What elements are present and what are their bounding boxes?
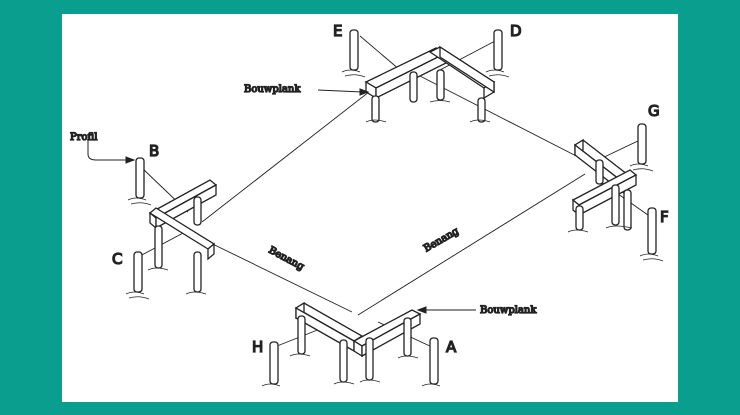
label-G: G: [648, 102, 660, 120]
right-post-4: [595, 159, 604, 185]
stake-E: [349, 29, 359, 71]
stake-B: [135, 157, 145, 199]
left-post-2: [193, 196, 202, 226]
string-top-left: [201, 73, 393, 223]
string-top-right: [417, 74, 589, 163]
top-post-mid: [409, 71, 418, 103]
stake-H: [269, 341, 279, 385]
stake-A: [429, 337, 439, 385]
top-post-right: [477, 97, 486, 123]
left-post-3: [193, 251, 202, 293]
string-bottom-left: [187, 231, 353, 313]
label-E: E: [333, 22, 342, 40]
string-E: [359, 35, 401, 71]
stake-G: [637, 123, 647, 165]
label-benang-right: Benang: [422, 226, 461, 255]
bottom-post-3: [365, 337, 374, 381]
marker-stakes: [133, 29, 657, 385]
stake-D: [493, 29, 503, 71]
top-bouwplank: [364, 45, 496, 123]
bottom-post-2: [339, 339, 348, 383]
right-bouwplank: [571, 138, 638, 231]
label-A: A: [446, 338, 457, 356]
label-H: H: [252, 338, 263, 356]
label-benang-left: Benang: [267, 245, 307, 273]
label-bouwplank-bottom: Bouwplank: [480, 305, 537, 316]
label-C: C: [112, 250, 122, 268]
top-post-left: [371, 95, 380, 123]
bouwplank-top-leader: [317, 89, 363, 93]
profil-leader: [87, 140, 126, 161]
bottom-post-1: [297, 315, 306, 355]
stake-C: [133, 251, 143, 293]
left-post-1: [154, 225, 163, 269]
label-B: B: [149, 142, 159, 160]
bottom-post-4: [403, 317, 412, 357]
right-post-2: [611, 184, 620, 226]
right-post-1: [575, 205, 584, 231]
leader-lines: [87, 88, 476, 314]
right-post-3: [623, 189, 632, 231]
bottom-bouwplank: [294, 301, 422, 383]
label-profil: Profil: [70, 132, 97, 143]
top-post-inner: [436, 69, 445, 101]
ground-hatching: [125, 69, 664, 387]
label-bouwplank-top: Bouwplank: [244, 84, 301, 95]
label-F: F: [660, 208, 669, 226]
stake-F: [647, 207, 657, 255]
string-bottom-right: [357, 173, 586, 316]
label-D: D: [510, 22, 522, 40]
left-bouwplank: [148, 179, 218, 293]
